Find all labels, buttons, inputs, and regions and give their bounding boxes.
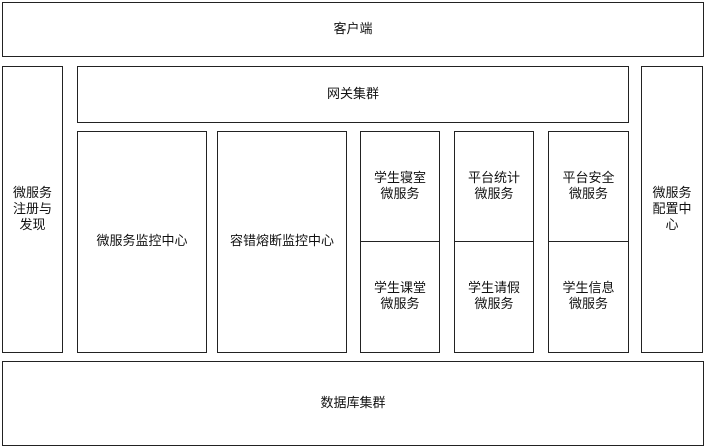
service-column-2: 平台统计 微服务 学生请假 微服务 xyxy=(454,131,534,353)
circuit-breaker-label: 容错熔断监控中心 xyxy=(229,234,334,249)
circuit-breaker-box: 容错熔断监控中心 xyxy=(217,131,347,353)
service-column-1: 学生寝室 微服务 学生课堂 微服务 xyxy=(360,131,440,353)
config-center-label: 微服务 配置中 心 xyxy=(652,185,692,233)
service-column-3: 平台安全 微服务 学生信息 微服务 xyxy=(548,131,629,353)
class-service-label: 学生课堂 微服务 xyxy=(373,281,426,312)
leave-service-box: 学生请假 微服务 xyxy=(455,241,533,352)
security-service-box: 平台安全 微服务 xyxy=(549,132,628,242)
registry-label: 微服务 注册与 发现 xyxy=(12,185,52,233)
statistics-service-box: 平台统计 微服务 xyxy=(455,132,533,242)
gateway-box: 网关集群 xyxy=(77,66,629,123)
gateway-label: 网关集群 xyxy=(326,86,379,102)
client-box: 客户端 xyxy=(2,2,704,57)
database-box: 数据库集群 xyxy=(2,361,704,446)
class-service-box: 学生课堂 微服务 xyxy=(361,241,439,352)
monitor-label: 微服务监控中心 xyxy=(96,234,188,249)
leave-service-label: 学生请假 微服务 xyxy=(467,281,520,312)
dorm-service-label: 学生寝室 微服务 xyxy=(373,171,426,202)
monitor-box: 微服务监控中心 xyxy=(77,131,207,353)
statistics-service-label: 平台统计 微服务 xyxy=(467,171,520,202)
database-label: 数据库集群 xyxy=(320,395,386,411)
student-info-service-label: 学生信息 微服务 xyxy=(562,281,615,312)
client-label: 客户端 xyxy=(333,21,373,37)
student-info-service-box: 学生信息 微服务 xyxy=(549,241,628,352)
registry-box: 微服务 注册与 发现 xyxy=(2,66,63,353)
dorm-service-box: 学生寝室 微服务 xyxy=(361,132,439,242)
config-center-box: 微服务 配置中 心 xyxy=(641,66,703,353)
security-service-label: 平台安全 微服务 xyxy=(562,171,615,202)
